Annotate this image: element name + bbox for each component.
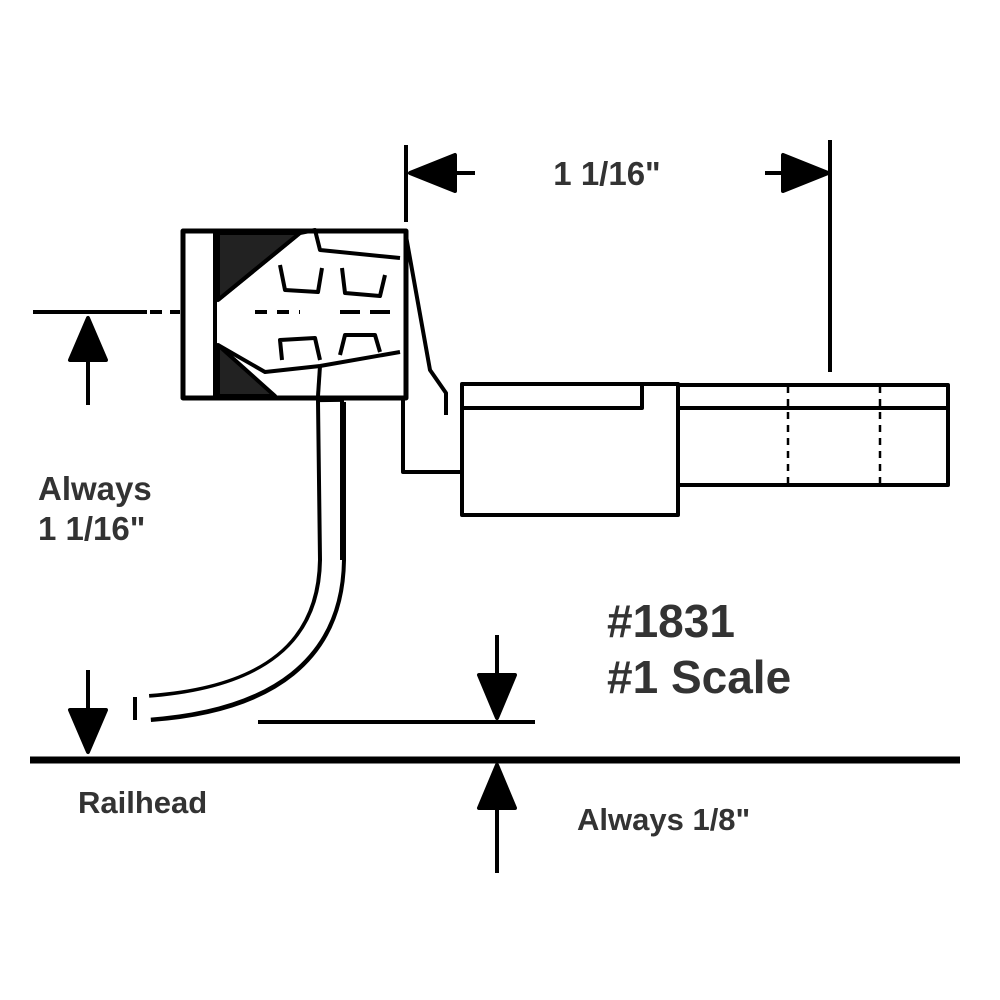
- trip-pin: [133, 399, 346, 722]
- coupler-shank: [401, 235, 462, 474]
- part-number: #1831: [607, 595, 735, 647]
- coupler-head: [180, 228, 409, 401]
- arrow-right-icon: [781, 153, 830, 193]
- arrow-down-icon: [68, 708, 108, 754]
- height-label-line1: Always: [38, 470, 152, 507]
- trip-pin-label: Always 1/8": [577, 802, 750, 837]
- arrow-up-icon: [68, 316, 108, 362]
- height-dimension: [33, 310, 180, 754]
- trip-pin-dimension: [258, 635, 535, 873]
- arrow-up-icon: [477, 763, 517, 810]
- scale-label: #1 Scale: [607, 651, 791, 703]
- height-label-line2: 1 1/16": [38, 510, 145, 547]
- arrow-down-icon: [477, 673, 517, 720]
- draft-gear-box: [460, 382, 950, 517]
- top-dimension: [404, 140, 832, 372]
- railhead-label: Railhead: [78, 785, 207, 820]
- arrow-left-icon: [408, 153, 457, 193]
- top-dimension-label: 1 1/16": [553, 155, 660, 192]
